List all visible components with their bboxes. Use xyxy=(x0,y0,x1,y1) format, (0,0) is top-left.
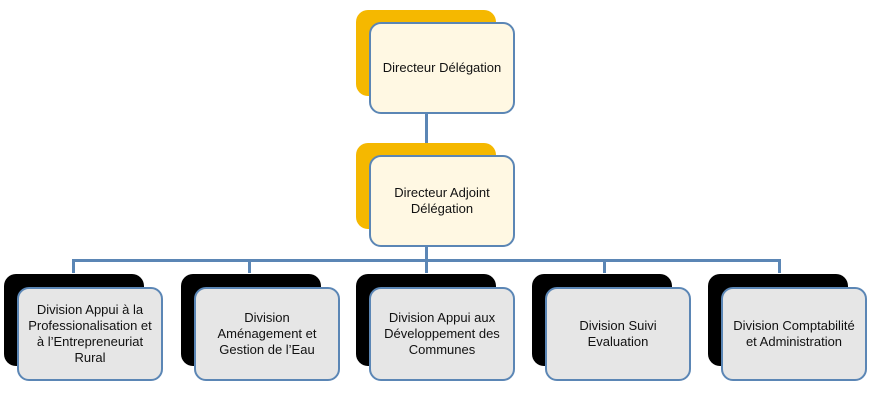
director-label: Directeur Délégation xyxy=(382,60,502,75)
division-4-node: Division Suivi Evaluation xyxy=(545,287,691,381)
connector-director-deputy xyxy=(425,112,428,156)
division-2-node: Division Aménagement et Gestion de l’Eau xyxy=(194,287,340,381)
division-4-label: Division Suivi Evaluation xyxy=(579,318,657,349)
division-1-label: Division Appui à la Professionalisation … xyxy=(28,302,152,365)
division-1-node: Division Appui à la Professionalisation … xyxy=(17,287,163,381)
connector-division-4 xyxy=(603,259,606,273)
connector-division-5 xyxy=(778,259,781,273)
deputy-node: Directeur Adjoint Délégation xyxy=(369,155,515,247)
connector-deputy-bus xyxy=(425,245,428,261)
division-3-label: Division Appui aux Développement des Com… xyxy=(384,310,500,357)
connector-division-1 xyxy=(72,259,75,273)
division-5-label: Division Comptabilité et Administration xyxy=(733,318,855,349)
connector-division-2 xyxy=(248,259,251,273)
division-3-node: Division Appui aux Développement des Com… xyxy=(369,287,515,381)
connector-division-3 xyxy=(425,259,428,273)
division-2-label: Division Aménagement et Gestion de l’Eau xyxy=(217,310,317,357)
division-5-node: Division Comptabilité et Administration xyxy=(721,287,867,381)
deputy-label: Directeur Adjoint Délégation xyxy=(394,185,490,216)
director-node: Directeur Délégation xyxy=(369,22,515,114)
